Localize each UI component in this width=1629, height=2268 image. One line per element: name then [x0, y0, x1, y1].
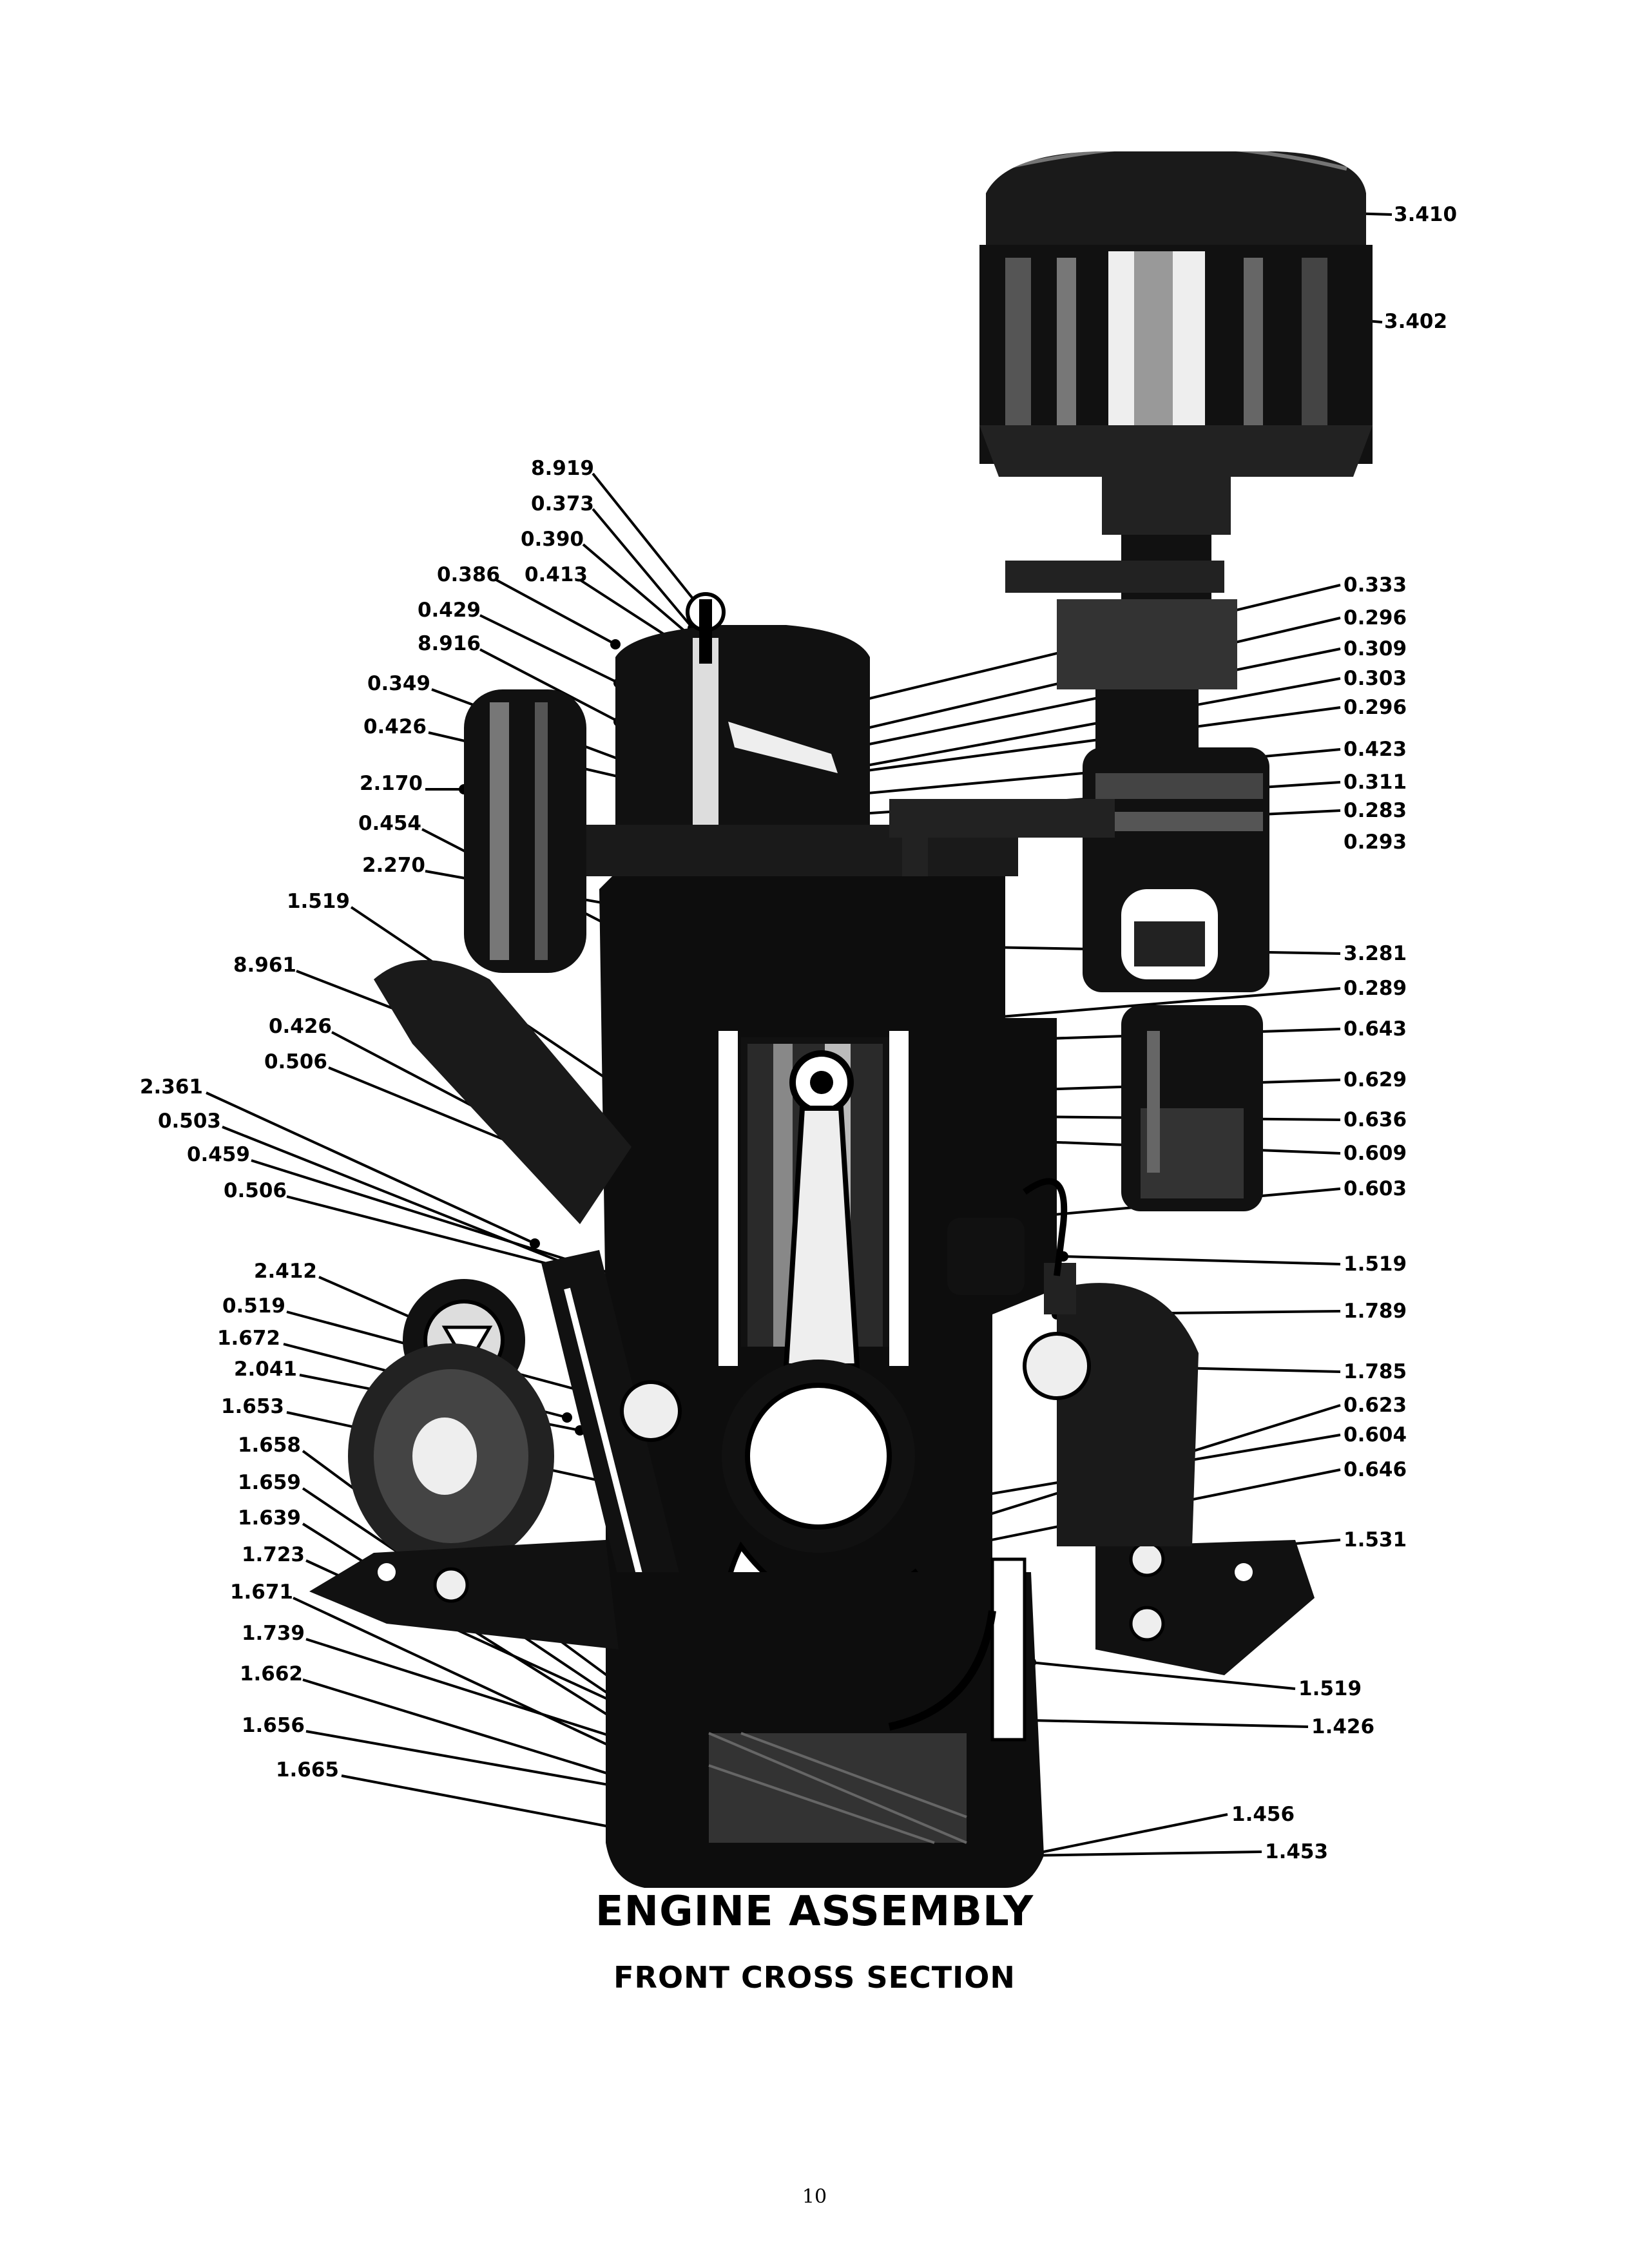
callout-label: 1.639 [237, 1506, 301, 1530]
callout-label: 1.789 [1344, 1300, 1407, 1323]
callout-label: 0.423 [1344, 738, 1407, 761]
callout-label: 0.283 [1344, 799, 1407, 822]
leader-line [1030, 1661, 1296, 1690]
callout-label: 1.656 [241, 1714, 305, 1737]
engine-mounts [309, 1263, 1315, 1675]
generator [348, 960, 741, 1843]
callout-label: 0.349 [367, 672, 430, 695]
leader-line [824, 677, 1341, 774]
leader-arrowhead [530, 1238, 540, 1249]
callout-label: 0.636 [1344, 1108, 1407, 1131]
callout-label: 0.390 [520, 528, 584, 551]
callout-label: 0.623 [1344, 1394, 1407, 1417]
leader-line [1063, 1255, 1341, 1265]
page-number: 10 [802, 2186, 827, 2208]
oil-filter [464, 689, 586, 973]
leader-line [318, 1276, 419, 1322]
callout-label: 0.303 [1344, 667, 1407, 690]
callout-label: 0.603 [1344, 1177, 1407, 1200]
oil-pan [606, 1557, 1044, 1888]
callout-label: 1.662 [239, 1662, 303, 1686]
callout-label: 1.453 [1265, 1840, 1329, 1863]
callout-label: 1.723 [241, 1543, 305, 1566]
callout-label: 0.373 [530, 492, 594, 515]
callout-label: 3.410 [1394, 203, 1458, 226]
callout-label: 0.426 [363, 715, 427, 738]
callout-label: 2.041 [233, 1358, 297, 1381]
callout-label: 0.333 [1344, 573, 1407, 597]
callout-label: 1.531 [1344, 1528, 1407, 1552]
callout-label: 0.386 [436, 563, 500, 586]
callout-label: 0.503 [157, 1110, 221, 1133]
callout-label: 0.311 [1344, 771, 1407, 794]
callout-label: 0.293 [1344, 831, 1407, 854]
callout-label: 0.506 [264, 1050, 327, 1073]
callout-label: 0.604 [1344, 1423, 1407, 1446]
callout-label: 2.270 [361, 854, 425, 877]
leader-line [1024, 1813, 1228, 1857]
callout-label: 0.454 [358, 812, 421, 835]
leader-line [251, 1159, 619, 1277]
leader-line [479, 614, 619, 684]
callout-label: 0.309 [1344, 637, 1407, 660]
figure-title: ENGINE ASSEMBLY [595, 1888, 1034, 1936]
callout-label: 1.739 [241, 1622, 305, 1645]
carburetor [1083, 747, 1269, 1211]
callout-label: 2.361 [139, 1075, 203, 1099]
leader-line [206, 1091, 535, 1245]
callout-label: 1.653 [220, 1395, 284, 1418]
fuel-pump [888, 1178, 1068, 1731]
callout-label: 0.429 [417, 599, 481, 622]
callout-label: 0.646 [1344, 1458, 1407, 1481]
callout-label: 0.426 [268, 1015, 332, 1038]
callout-label: 0.296 [1344, 696, 1407, 719]
callout-label: 1.665 [275, 1758, 339, 1782]
callout-label: 0.296 [1344, 606, 1407, 629]
callout-label: 0.459 [186, 1143, 250, 1166]
callout-label: 1.519 [1344, 1253, 1407, 1276]
callout-label: 1.519 [1298, 1677, 1362, 1700]
callout-label: 8.919 [530, 457, 594, 480]
callout-label: 8.961 [233, 954, 296, 977]
callout-label: 1.426 [1311, 1715, 1375, 1738]
callout-label: 0.413 [524, 563, 588, 586]
callout-label: 0.506 [223, 1179, 287, 1202]
callout-label: 0.629 [1344, 1068, 1407, 1091]
leader-arrowhead [610, 639, 621, 649]
leader-line [805, 648, 1341, 758]
callout-label: 0.609 [1344, 1142, 1407, 1165]
cylinder-head [580, 592, 1115, 908]
callout-label: 2.170 [359, 772, 423, 795]
leader-line [592, 472, 697, 604]
callout-label: 3.402 [1384, 310, 1448, 333]
callout-label: 1.785 [1344, 1360, 1407, 1383]
leader-arrowhead [562, 1412, 572, 1423]
leader-line [592, 508, 694, 629]
callout-label: 1.659 [237, 1471, 301, 1494]
callout-label: 1.672 [217, 1327, 280, 1350]
callout-label: 0.519 [222, 1294, 285, 1318]
callout-label: 1.658 [237, 1434, 301, 1457]
air-cleaner [979, 142, 1373, 760]
callout-label: 2.412 [253, 1260, 317, 1283]
leader-line [582, 543, 694, 639]
callout-label: 0.643 [1344, 1017, 1407, 1041]
callout-label: 1.519 [286, 890, 350, 913]
callout-label: 3.281 [1344, 942, 1407, 965]
leader-line [798, 706, 1341, 781]
leader-line [496, 579, 616, 646]
leader-line [985, 987, 1341, 1019]
callout-label: 1.456 [1231, 1803, 1295, 1826]
callout-label: 1.671 [229, 1581, 293, 1604]
callout-label: 0.289 [1344, 977, 1407, 1000]
leader-line [1024, 1850, 1262, 1857]
leader-line [479, 648, 619, 723]
figure-subtitle: FRONT CROSS SECTION [613, 1960, 1016, 1995]
leader-line [1030, 1719, 1309, 1728]
callout-label: 8.916 [417, 632, 481, 655]
